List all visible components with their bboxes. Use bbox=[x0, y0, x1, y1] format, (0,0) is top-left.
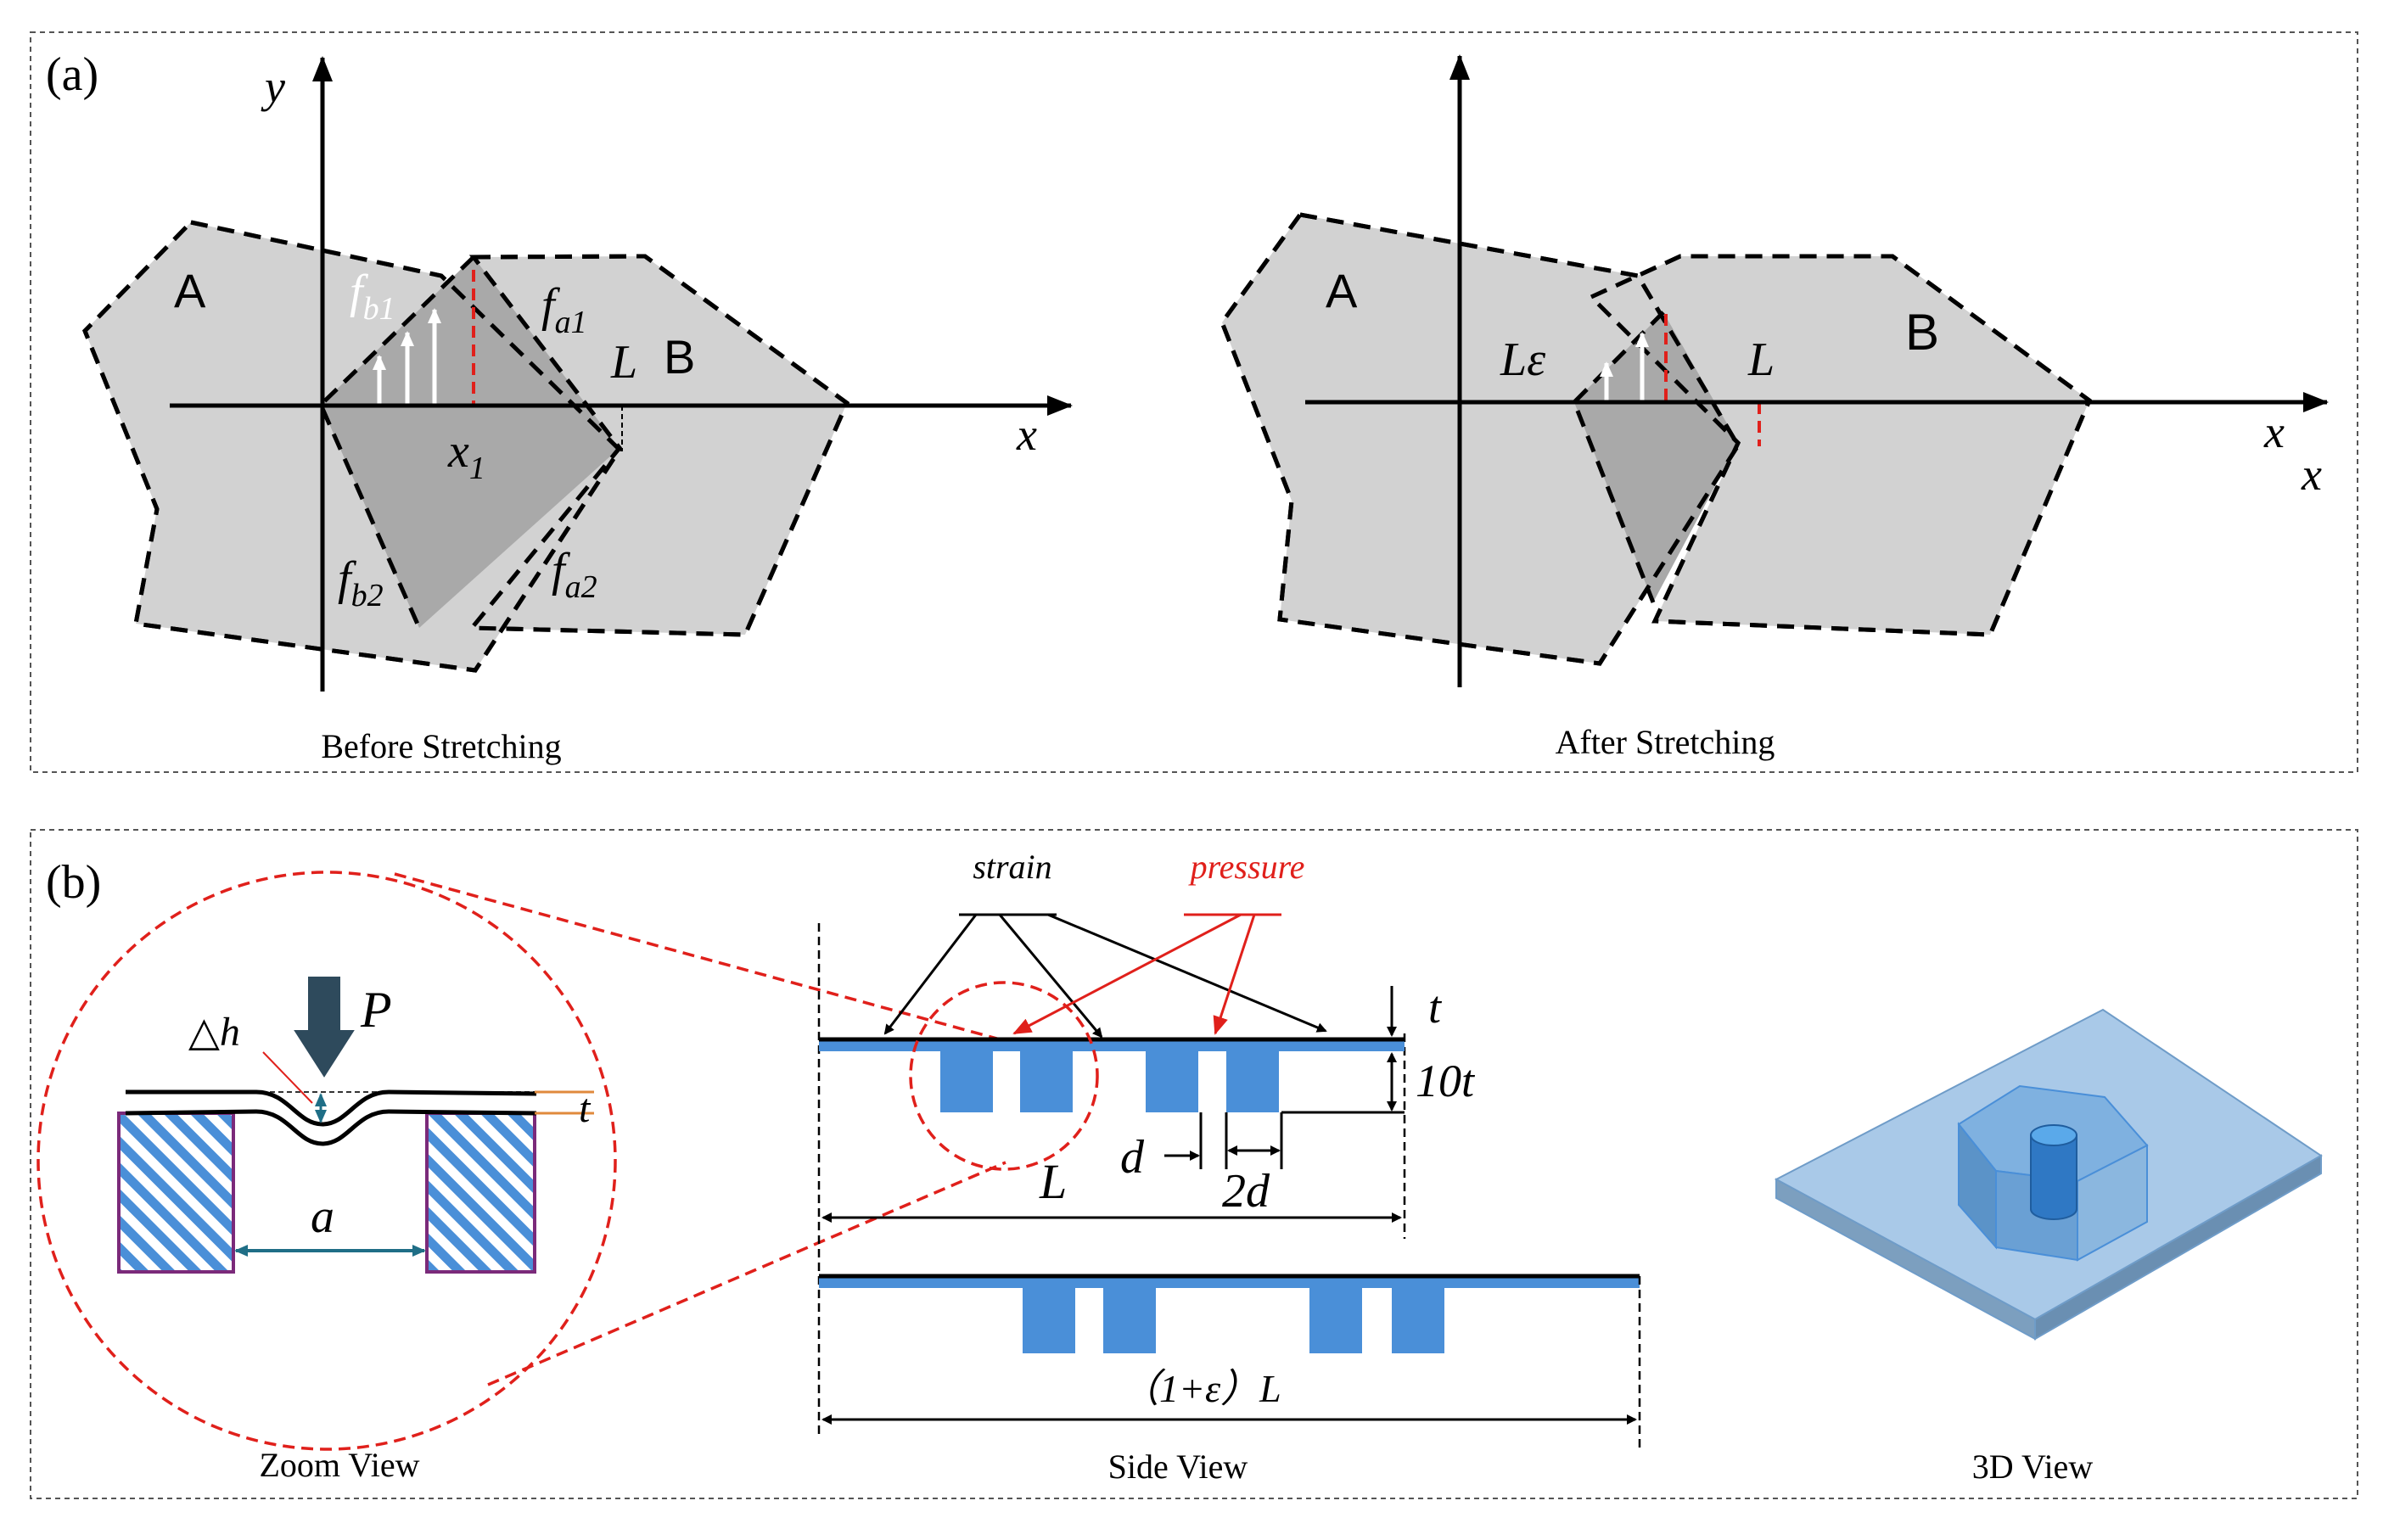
plate-front-right bbox=[2034, 1154, 2322, 1341]
panel-a: (a) y x A B L fb1 fa1 x1 fb2 fa2 bbox=[30, 31, 2358, 773]
delta-h-label: △h bbox=[188, 1010, 240, 1055]
fb1-label: fb1 bbox=[350, 266, 395, 327]
after-x-axis-label-1: x bbox=[2263, 406, 2285, 457]
pillar-2 bbox=[1020, 1051, 1073, 1112]
cylinder-top bbox=[2030, 1124, 2077, 1146]
before-caption: Before Stretching bbox=[321, 727, 561, 765]
panel-a-frame bbox=[30, 31, 2358, 773]
stretched-length-label: （1+ε）L bbox=[1120, 1367, 1281, 1410]
l-epsilon-label: Lε bbox=[1500, 333, 1546, 386]
hexagon-side-right bbox=[2077, 1144, 2148, 1262]
zoom-connector-top bbox=[394, 872, 1004, 1042]
pressure-arrow bbox=[294, 977, 355, 1078]
after-overlap-edges bbox=[1572, 311, 1665, 603]
overlap-region bbox=[321, 257, 620, 628]
strain-arrow-1 bbox=[883, 914, 978, 1035]
stretched-pillar-1 bbox=[1023, 1288, 1075, 1353]
d-label: d bbox=[1120, 1131, 1145, 1184]
after-region-b-label: B bbox=[1905, 304, 1939, 361]
zoom-circle bbox=[36, 871, 617, 1451]
stretched-pillar-3 bbox=[1309, 1288, 1362, 1353]
y-axis-label: y bbox=[261, 61, 285, 112]
2d-label: 2d bbox=[1222, 1165, 1270, 1218]
membrane-top bbox=[126, 1089, 537, 1127]
left-support bbox=[117, 1112, 235, 1274]
fa1-label: fa1 bbox=[541, 279, 587, 340]
region-b-label: B bbox=[664, 330, 695, 384]
after-caption: After Stretching bbox=[1556, 723, 1775, 761]
panel-b-label: (b) bbox=[46, 856, 101, 909]
after-overlap-region bbox=[1574, 312, 1738, 602]
region-a-label: A bbox=[174, 264, 206, 317]
t-label: t bbox=[1428, 982, 1443, 1033]
three-d-view: 3D View bbox=[1774, 1008, 2323, 1486]
ten-t-label: 10t bbox=[1416, 1056, 1476, 1106]
length-label: L bbox=[610, 336, 637, 389]
right-support bbox=[425, 1112, 536, 1274]
pressure-label-side: pressure bbox=[1188, 848, 1305, 886]
strain-arrow-2 bbox=[998, 914, 1103, 1039]
panel-b: (b) t P △h a Zoom View bbox=[30, 829, 2358, 1499]
delta-h-leader bbox=[262, 1051, 313, 1104]
strain-label: strain bbox=[973, 848, 1051, 886]
side-zoom-circle bbox=[909, 981, 1099, 1171]
after-length-label: L bbox=[1747, 333, 1775, 386]
membrane-bottom bbox=[125, 1109, 537, 1146]
pressure-label: P bbox=[360, 982, 392, 1038]
side-l-label: L bbox=[1039, 1154, 1067, 1209]
cylinder-body bbox=[2030, 1134, 2077, 1220]
after-region-a-label: A bbox=[1326, 264, 1358, 317]
zoom-caption: Zoom View bbox=[259, 1446, 419, 1484]
zoom-view: t P △h a Zoom View bbox=[36, 871, 1006, 1484]
side-caption: Side View bbox=[1108, 1448, 1248, 1486]
pillar-1 bbox=[940, 1051, 993, 1112]
strain-arrow-3 bbox=[1047, 913, 1327, 1033]
pressure-arrow-1 bbox=[1012, 913, 1242, 1035]
pillar-4 bbox=[1226, 1051, 1279, 1112]
region-a-outline bbox=[82, 220, 623, 673]
overlap-left-edge bbox=[318, 255, 475, 630]
panel-a-label: (a) bbox=[46, 48, 98, 101]
gap-label: a bbox=[311, 1190, 334, 1243]
pillar-3 bbox=[1146, 1051, 1198, 1112]
side-view: strain pressure t 10t bbox=[817, 848, 1641, 1486]
after-region-b-outline bbox=[1587, 254, 2093, 637]
three-d-caption: 3D View bbox=[1972, 1448, 2094, 1486]
pressure-arrow-2 bbox=[1213, 914, 1256, 1035]
zoom-connector-bottom bbox=[487, 1161, 1006, 1386]
stretched-pillar-4 bbox=[1392, 1288, 1444, 1353]
x1-label: x1 bbox=[447, 425, 485, 486]
top-layer bbox=[819, 1039, 1405, 1051]
after-x-axis-label-2: x bbox=[2301, 449, 2322, 500]
stretched-top-layer bbox=[819, 1276, 1640, 1288]
before-stretching-diagram: y x A B L fb1 fa1 x1 fb2 fa2 Before Stre… bbox=[82, 56, 1073, 765]
zoom-thickness-label: t bbox=[579, 1086, 592, 1131]
after-region-a-outline bbox=[1220, 212, 1741, 666]
panel-b-frame bbox=[30, 829, 2358, 1499]
stretched-pillar-2 bbox=[1103, 1288, 1156, 1353]
after-stretching-diagram: x x A B Lε L After Stretching bbox=[1220, 54, 2329, 761]
x-axis-label: x bbox=[1016, 409, 1037, 460]
